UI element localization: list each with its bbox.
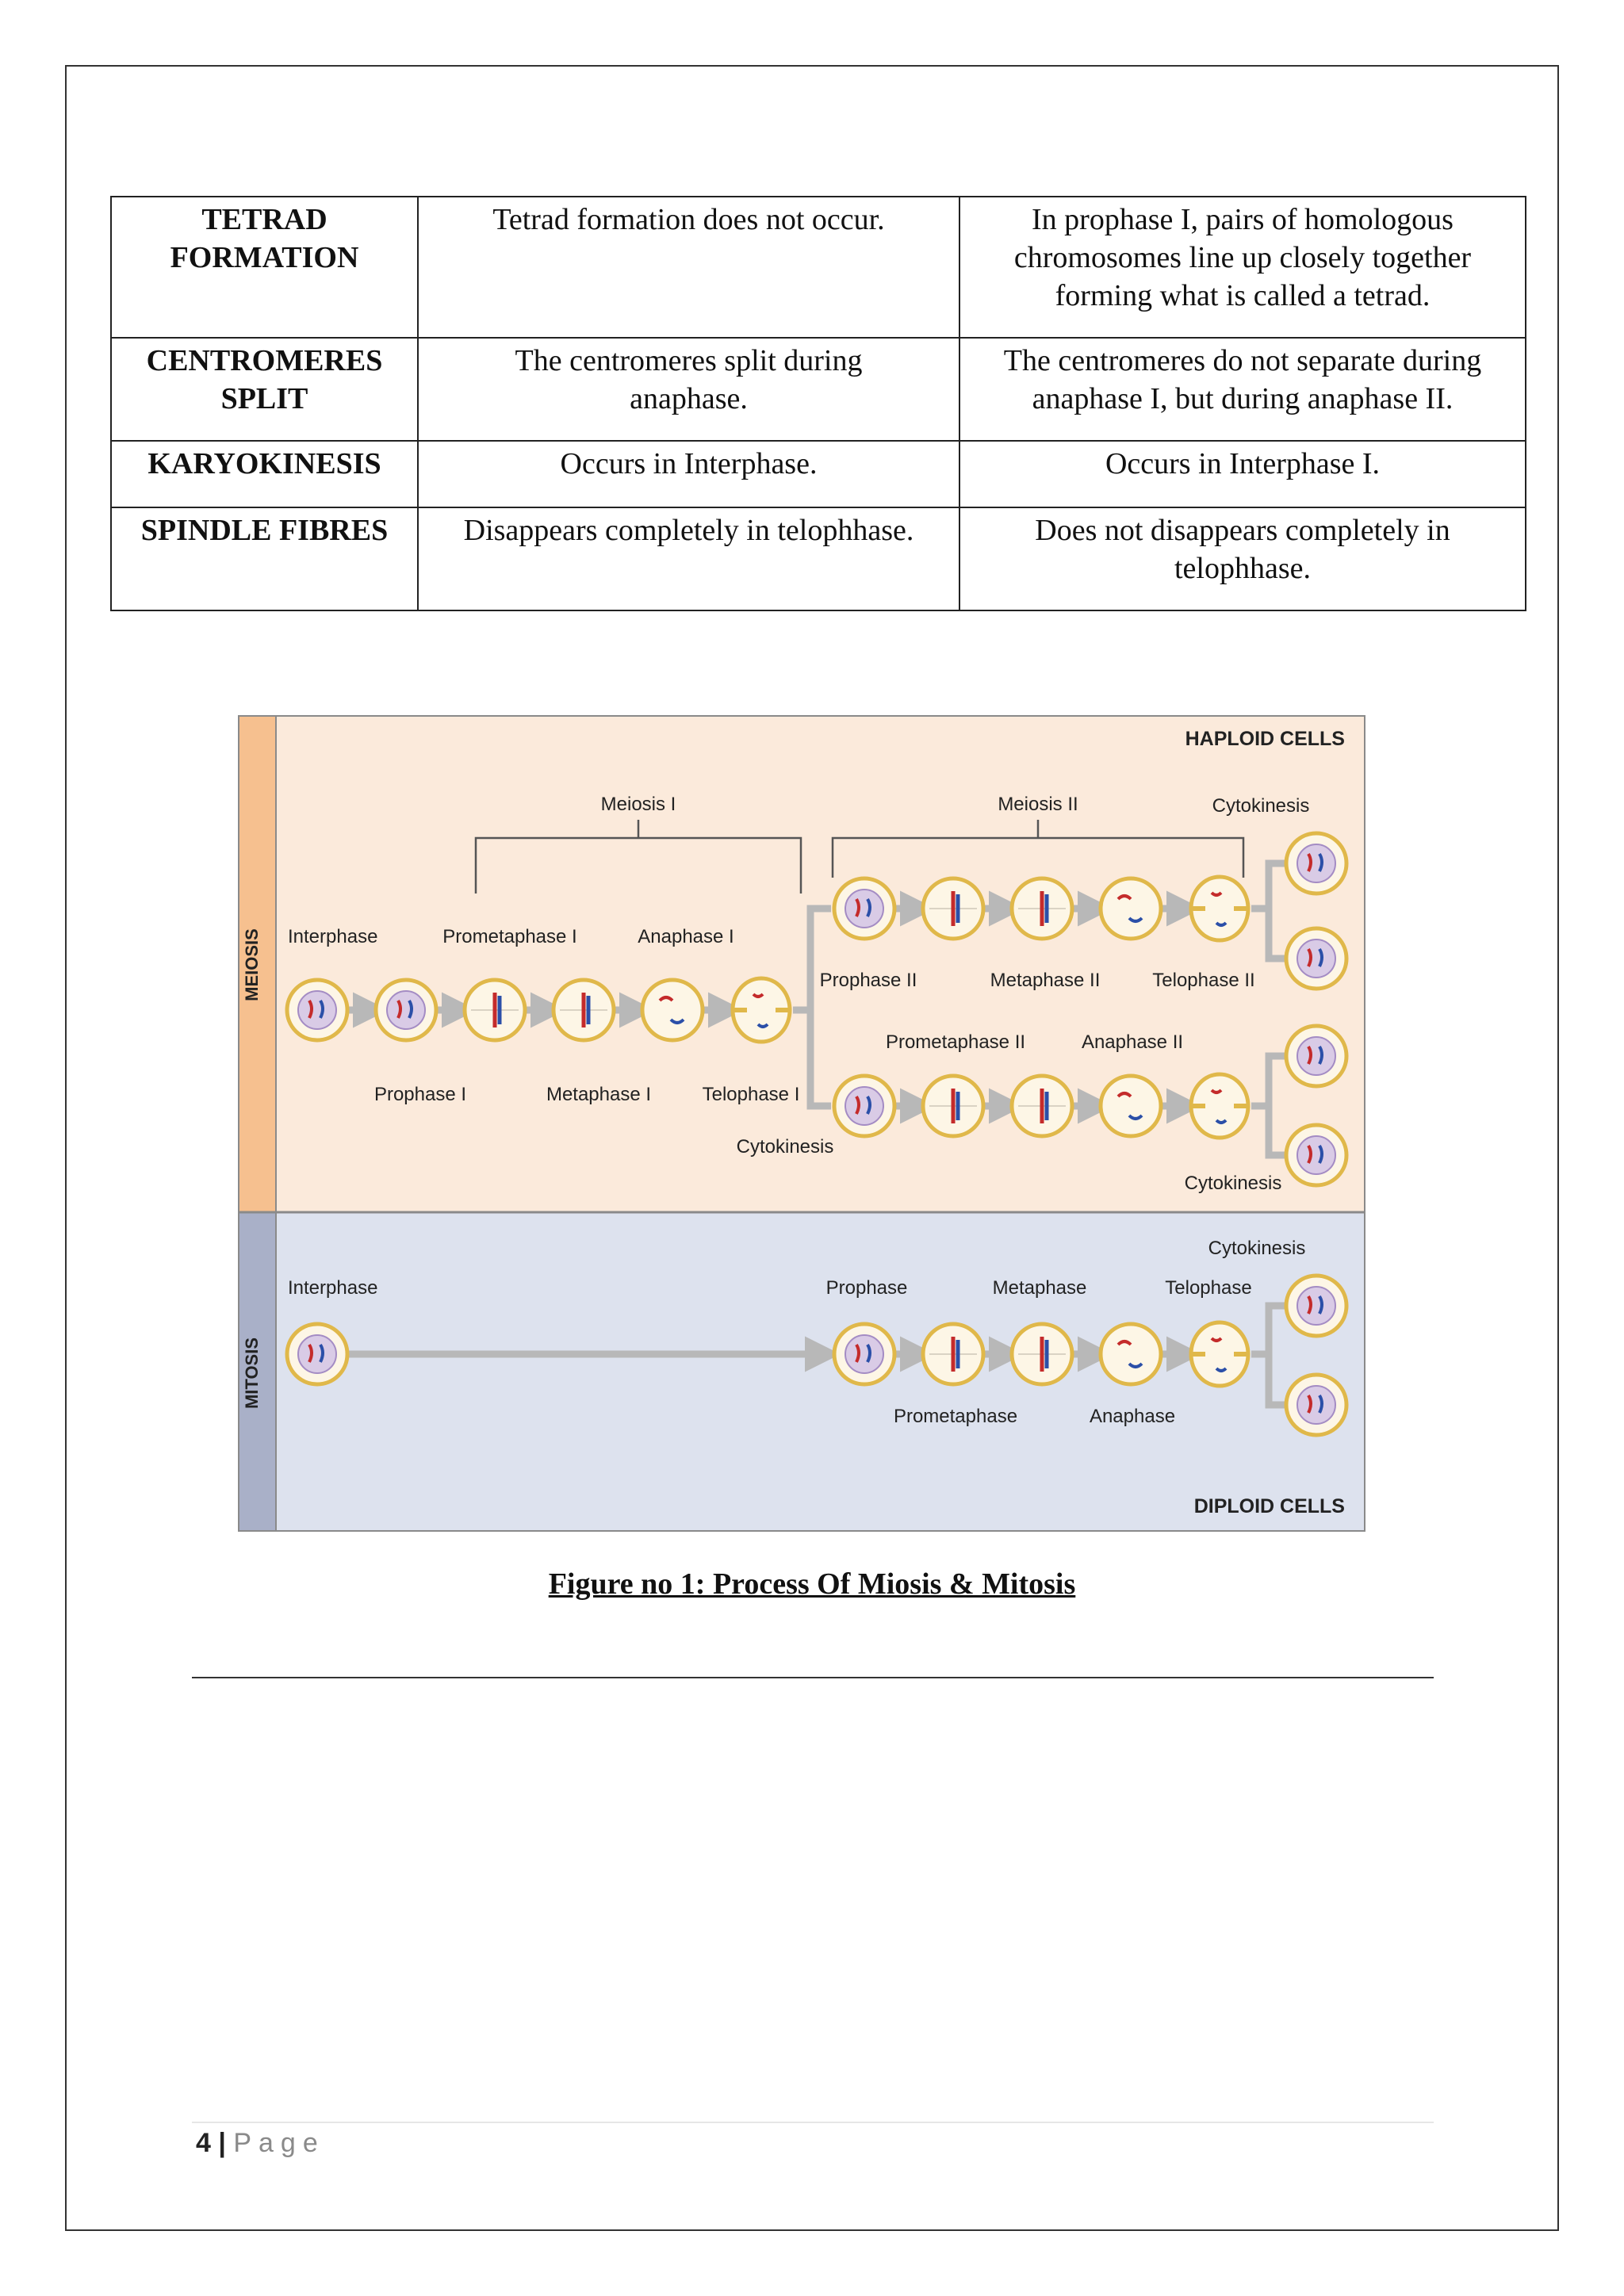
cell: [1284, 1123, 1349, 1188]
cell: [640, 978, 705, 1043]
feature-cell: SPINDLE FIBRES: [110, 507, 419, 611]
cell: [285, 978, 350, 1043]
page-footer: 4 | Page: [196, 2128, 325, 2159]
meiosis-side-label: MEIOSIS: [242, 928, 262, 1001]
cell: [1284, 1273, 1349, 1338]
cell: [921, 1322, 986, 1387]
table-row: SPINDLE FIBRES Disappears completely in …: [110, 507, 1526, 611]
cell: [1009, 1322, 1074, 1387]
cell: [1189, 874, 1251, 943]
cell: [1009, 876, 1074, 941]
cell: [285, 1322, 350, 1387]
label-interphase-meiosis: Interphase: [288, 926, 377, 947]
cell: [1009, 1073, 1074, 1138]
haploid-cells-label: HAPLOID CELLS: [1185, 728, 1345, 750]
label-prometaphase-2: Prometaphase II: [886, 1031, 1025, 1053]
cell: [1189, 1320, 1251, 1388]
cell: [1098, 1322, 1163, 1387]
label-interphase-mitosis: Interphase: [288, 1277, 377, 1299]
label-prophase: Prophase: [826, 1277, 908, 1299]
mitosis-side-label: MITOSIS: [242, 1337, 262, 1409]
label-prophase-2: Prophase II: [820, 970, 917, 991]
cell: [1284, 831, 1349, 896]
cell: [462, 978, 527, 1043]
label-prophase-1: Prophase I: [374, 1084, 466, 1105]
meiosis-side-bar: [239, 717, 276, 1211]
label-metaphase-2: Metaphase II: [990, 970, 1101, 991]
cell: [832, 876, 897, 941]
page-word: Page: [233, 2128, 325, 2158]
label-prometaphase: Prometaphase: [894, 1406, 1017, 1427]
cell: [730, 976, 792, 1044]
meiosis-2-bracket: [831, 820, 1245, 878]
label-telophase-2: Telophase II: [1152, 970, 1254, 991]
label-anaphase: Anaphase: [1090, 1406, 1175, 1427]
cell: [373, 978, 439, 1043]
cell: [1284, 1372, 1349, 1437]
label-anaphase-2: Anaphase II: [1082, 1031, 1183, 1053]
horizontal-rule: [192, 1677, 1434, 1678]
label-metaphase-1: Metaphase I: [546, 1084, 651, 1105]
label-metaphase: Metaphase: [993, 1277, 1087, 1299]
footer-rule: [192, 2122, 1434, 2123]
label-anaphase-1: Anaphase I: [638, 926, 733, 947]
flow-arrows: [349, 859, 1286, 1409]
label-telophase-1: Telophase I: [703, 1084, 800, 1105]
label-cytokinesis-top: Cytokinesis: [1212, 795, 1310, 817]
page-number: 4: [196, 2128, 211, 2158]
cell: [1189, 1072, 1251, 1140]
mitosis-cell: Occurs in Interphase.: [417, 440, 960, 508]
footer-separator: |: [218, 2128, 226, 2158]
cell: [832, 1322, 897, 1387]
page-border: [65, 65, 1559, 2231]
label-telophase: Telophase: [1165, 1277, 1251, 1299]
meiosis-mitosis-figure: MEIOSIS MITOSIS HAPLOID CELLS DIPLOID CE…: [238, 715, 1365, 1532]
cell: [551, 978, 616, 1043]
cell: [1284, 926, 1349, 991]
cell: [921, 1073, 986, 1138]
mitosis-side-bar: [239, 1213, 276, 1530]
cell: [1098, 1073, 1163, 1138]
label-prometaphase-1: Prometaphase I: [442, 926, 576, 947]
label-cytokinesis-bottom: Cytokinesis: [1185, 1173, 1282, 1194]
mitosis-cell: Disappears completely in telophhase.: [417, 507, 960, 611]
meiosis-cell: Occurs in Interphase I.: [959, 440, 1526, 508]
feature-cell: KARYOKINESIS: [110, 440, 419, 508]
table-row: KARYOKINESIS Occurs in Interphase. Occur…: [110, 440, 1526, 508]
cell: [1284, 1024, 1349, 1089]
cell: [921, 876, 986, 941]
label-meiosis-1: Meiosis I: [601, 794, 676, 815]
label-meiosis-2: Meiosis II: [998, 794, 1078, 815]
cell-illustrations: [285, 831, 1349, 1437]
mitosis-cell: Tetrad formation does not occur.: [417, 196, 960, 339]
figure-caption: Figure no 1: Process Of Miosis & Mitosis: [548, 1567, 1076, 1601]
cell: [832, 1073, 897, 1138]
label-cytokinesis-mitosis: Cytokinesis: [1208, 1238, 1306, 1259]
label-cytokinesis-mid: Cytokinesis: [737, 1136, 834, 1158]
diploid-cells-label: DIPLOID CELLS: [1194, 1495, 1345, 1517]
cell: [1098, 876, 1163, 941]
meiosis-1-bracket: [474, 820, 802, 894]
meiosis-panel: [276, 717, 1364, 1211]
